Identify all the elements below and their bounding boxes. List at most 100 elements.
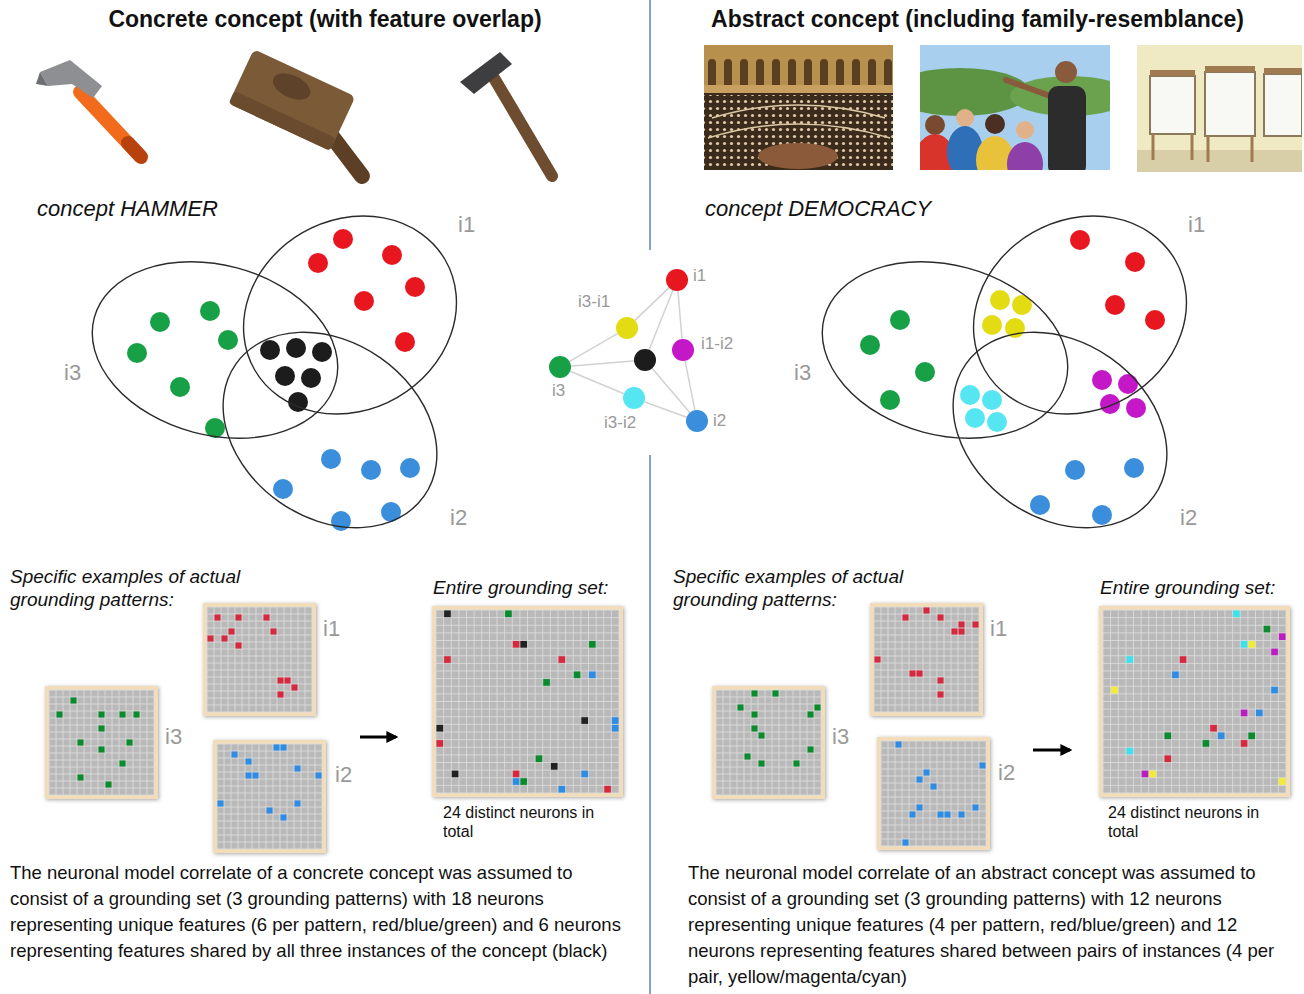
instance-ellipse: i1: [237, 202, 463, 428]
grid-line: [228, 607, 229, 712]
grid-line: [874, 621, 979, 622]
instance-dot: i3-i2: [623, 387, 645, 409]
active-neuron: [294, 800, 301, 807]
active-neuron: [284, 677, 291, 684]
grid-line: [284, 607, 285, 712]
grid-line: [217, 828, 322, 829]
grid-line: [298, 607, 299, 712]
grid-line: [716, 767, 821, 768]
instance-label: i1: [693, 266, 706, 286]
active-neuron: [751, 690, 758, 697]
grid-line: [937, 741, 938, 846]
voting-booth-photo-part: [1150, 76, 1195, 134]
grid-line: [147, 690, 148, 795]
active-neuron: [916, 670, 923, 677]
active-neuron: [1172, 671, 1180, 679]
grid-line: [207, 705, 312, 706]
grid-line: [874, 705, 979, 706]
grid-line: [207, 684, 312, 685]
grid-line: [105, 690, 106, 795]
grid-line: [256, 607, 257, 712]
grid-line: [874, 607, 875, 712]
grid-line: [312, 607, 313, 712]
grid-line: [207, 677, 312, 678]
crowd-photo-part: [985, 114, 1005, 134]
active-neuron: [228, 628, 235, 635]
ellipse-outline: [72, 236, 357, 465]
voting-booth-photo-part: [1137, 45, 1302, 172]
grid-line: [217, 751, 322, 752]
grid-line: [207, 614, 312, 615]
active-neuron: [944, 811, 951, 818]
active-neuron: [972, 804, 979, 811]
grid-line: [800, 690, 801, 795]
grid-line: [881, 811, 986, 812]
active-neuron: [930, 783, 937, 790]
grid-line: [979, 607, 980, 712]
ellipse-outline: [802, 236, 1087, 465]
neuron-dots: [127, 229, 1165, 531]
grid-line: [112, 690, 113, 795]
instance-dot: i3: [549, 356, 571, 378]
grounding-set-grid: Entire grounding set:24 distinct neurons…: [1099, 606, 1290, 797]
instance-label: i2: [713, 411, 726, 431]
grid-line: [874, 656, 979, 657]
active-neuron: [581, 717, 589, 725]
grid-line: [1103, 617, 1286, 618]
neuron-dot: [395, 332, 415, 352]
instance-label: i3: [552, 381, 565, 401]
active-neuron: [814, 704, 821, 711]
grid-line: [436, 785, 619, 786]
active-neuron: [436, 740, 444, 748]
neuron-dot: [361, 460, 381, 480]
neuron-dot: [1092, 505, 1112, 525]
grid-line: [765, 690, 766, 795]
grid-note: 24 distinct neurons in total: [1108, 803, 1280, 841]
claw-hammer-photo-part: [80, 92, 140, 156]
grid-line: [63, 690, 64, 795]
grid-lines: [436, 610, 619, 793]
grid-line: [436, 693, 619, 694]
active-neuron: [979, 762, 986, 769]
grid-line: [716, 711, 821, 712]
active-neuron: [589, 671, 597, 679]
grid-lines: [49, 690, 154, 795]
neuron-dot: [1126, 398, 1146, 418]
grid-line: [49, 767, 154, 768]
grid-line: [436, 754, 619, 755]
grid-line: [874, 607, 979, 608]
instance-label: i1: [458, 212, 475, 238]
parliament-photo-part: [704, 45, 893, 85]
active-neuron: [119, 760, 126, 767]
active-neuron: [937, 677, 944, 684]
grid-line: [217, 800, 322, 801]
active-neuron: [273, 744, 280, 751]
active-neuron: [221, 635, 228, 642]
mallet-photo-part-part: [229, 91, 336, 151]
ellipse-outline: [967, 202, 1193, 428]
grid-line: [436, 770, 619, 771]
active-neuron: [512, 778, 520, 786]
grid-line: [207, 642, 312, 643]
crowd-photo-part: [925, 115, 945, 135]
instance-ellipse: i3: [817, 222, 1073, 478]
active-neuron: [916, 804, 923, 811]
graph-spoke-part: [560, 360, 645, 367]
active-neuron: [1164, 732, 1172, 740]
grid-line: [1103, 686, 1286, 687]
grid-lines: [881, 741, 986, 846]
grid-line: [217, 821, 322, 822]
grid-line: [1103, 747, 1286, 748]
active-neuron: [520, 778, 528, 786]
grid-line: [874, 677, 979, 678]
grid-line: [436, 732, 619, 733]
grid-line: [881, 748, 986, 749]
grid-line: [716, 739, 821, 740]
parliament-photo-part: [704, 45, 893, 170]
grid-line: [965, 741, 966, 846]
active-neuron: [909, 670, 916, 677]
active-neuron: [1141, 770, 1149, 778]
grid-line: [217, 786, 322, 787]
